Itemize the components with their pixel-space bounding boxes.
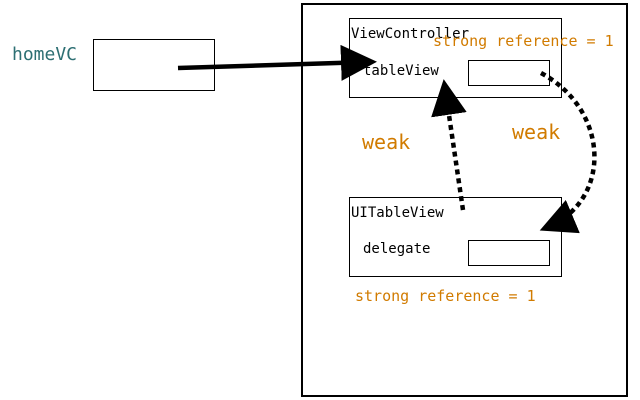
weak-label-right: weak xyxy=(512,120,561,144)
view-controller-strong-ref-label: strong reference = 1 xyxy=(433,32,614,50)
uitableview-strong-ref-label: strong reference = 1 xyxy=(355,287,536,305)
home-vc-label: homeVC xyxy=(12,44,78,65)
weak-arrow-uitableview-to-viewcontroller xyxy=(431,79,467,211)
view-controller-tableview-label: tableView xyxy=(363,63,439,79)
uitableview-title: UITableView xyxy=(351,205,444,221)
heap-container xyxy=(301,3,628,397)
weak-label-left: weak xyxy=(362,130,411,154)
delegate-slot-box xyxy=(468,240,550,266)
view-controller-title: ViewController xyxy=(351,26,470,42)
strong-arrow-homevc-to-viewcontroller xyxy=(177,44,377,81)
weak-arrow-viewcontroller-to-uitableview xyxy=(539,71,597,234)
tableview-slot-box xyxy=(468,60,550,86)
uitableview-delegate-label: delegate xyxy=(363,241,431,257)
